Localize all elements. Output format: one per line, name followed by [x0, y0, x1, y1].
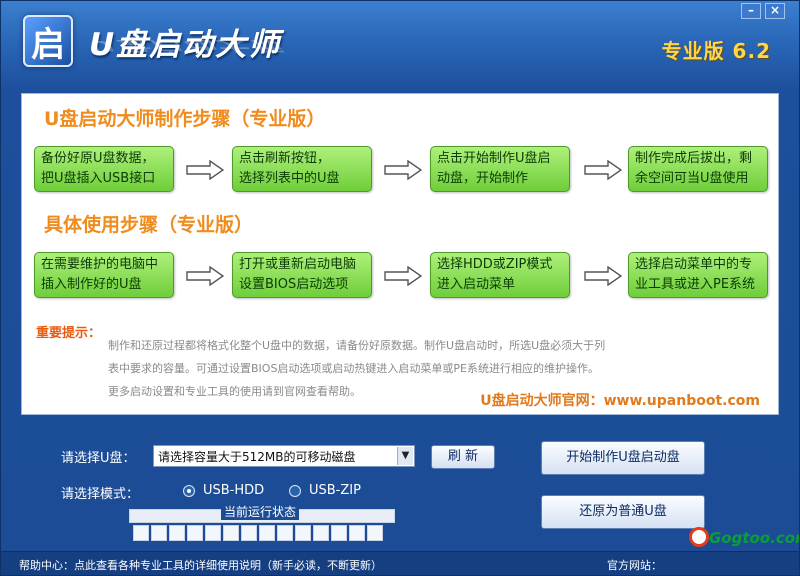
restore-button[interactable]: 还原为普通U盘	[541, 495, 705, 529]
tips-line: 制作和还原过程都将格式化整个U盘中的数据，请备份好原数据。制作U盘启动时，所选U…	[108, 339, 606, 352]
close-button[interactable]: ×	[765, 3, 785, 19]
window-controls: – ×	[741, 3, 785, 19]
app-title: U盘启动大师	[89, 27, 282, 63]
arrow-right-icon	[384, 266, 422, 286]
instruction-panel: U盘启动大师制作步骤（专业版） 备份好原U盘数据，把U盘插入USB接口 点击刷新…	[21, 93, 779, 415]
tips-title: 重要提示：	[36, 326, 102, 341]
chevron-down-icon[interactable]: ▼	[397, 447, 413, 465]
arrow-right-icon	[186, 160, 224, 180]
use-step-1: 在需要维护的电脑中插入制作好的U盘	[34, 252, 174, 298]
arrow-right-icon	[384, 160, 422, 180]
select-mode-label: 请选择模式：	[61, 487, 140, 502]
official-site-label[interactable]: 官方网站：	[607, 559, 662, 572]
official-website-link[interactable]: U盘启动大师官网：www.upanboot.com	[480, 393, 760, 409]
make-step-1: 备份好原U盘数据，把U盘插入USB接口	[34, 146, 174, 192]
progress-bar	[133, 525, 383, 541]
mode-zip-label[interactable]: USB-ZIP	[309, 483, 361, 498]
make-step-4: 制作完成后拔出，剩余空间可当U盘使用	[628, 146, 768, 192]
arrow-right-icon	[186, 266, 224, 286]
tips-line: 表中要求的容量。可通过设置BIOS启动选项或启动热键进入启动菜单或PE系统进行相…	[108, 362, 600, 375]
use-step-2: 打开或重新启动电脑设置BIOS启动选项	[232, 252, 372, 298]
app-title-reflection: U盘启动大师	[89, 37, 282, 54]
help-center-link[interactable]: 帮助中心：点此查看各种专业工具的详细使用说明（新手必读，不断更新）	[19, 559, 382, 572]
usb-drive-select-value: 请选择容量大于512MB的可移动磁盘	[158, 450, 356, 464]
status-label: 当前运行状态	[221, 503, 300, 520]
control-area: 请选择U盘： 请选择容量大于512MB的可移动磁盘 ▼ 刷 新 开始制作U盘启动…	[21, 425, 779, 549]
edition-label: 专业版 6.2	[661, 39, 771, 63]
refresh-button[interactable]: 刷 新	[431, 445, 495, 469]
mode-hdd-label[interactable]: USB-HDD	[203, 483, 265, 498]
tips-line: 更多启动设置和专业工具的使用请到官网查看帮助。	[108, 385, 361, 398]
tips-text: 制作和还原过程都将格式化整个U盘中的数据，请备份好原数据。制作U盘启动时，所选U…	[108, 334, 768, 403]
arrow-right-icon	[584, 266, 622, 286]
make-step-2: 点击刷新按钮，选择列表中的U盘	[232, 146, 372, 192]
start-make-button[interactable]: 开始制作U盘启动盘	[541, 441, 705, 475]
use-step-3: 选择HDD或ZIP模式进入启动菜单	[430, 252, 570, 298]
make-steps-title: U盘启动大师制作步骤（专业版）	[44, 108, 326, 130]
arrow-right-icon	[584, 160, 622, 180]
use-step-4: 选择启动菜单中的专业工具或进入PE系统	[628, 252, 768, 298]
watermark: Gogtoo.com	[709, 529, 799, 547]
minimize-button[interactable]: –	[741, 3, 761, 19]
mode-hdd-radio[interactable]	[183, 485, 195, 497]
mode-zip-radio[interactable]	[289, 485, 301, 497]
app-logo-icon: 启	[23, 15, 73, 67]
make-step-3: 点击开始制作U盘启动盘，开始制作	[430, 146, 570, 192]
footer-bar: 帮助中心：点此查看各种专业工具的详细使用说明（新手必读，不断更新） 官方网站：	[1, 551, 799, 575]
use-steps-title: 具体使用步骤（专业版）	[44, 214, 254, 236]
usb-drive-select[interactable]: 请选择容量大于512MB的可移动磁盘 ▼	[153, 445, 415, 467]
select-usb-label: 请选择U盘：	[61, 451, 136, 466]
watermark-logo-icon	[689, 527, 709, 547]
